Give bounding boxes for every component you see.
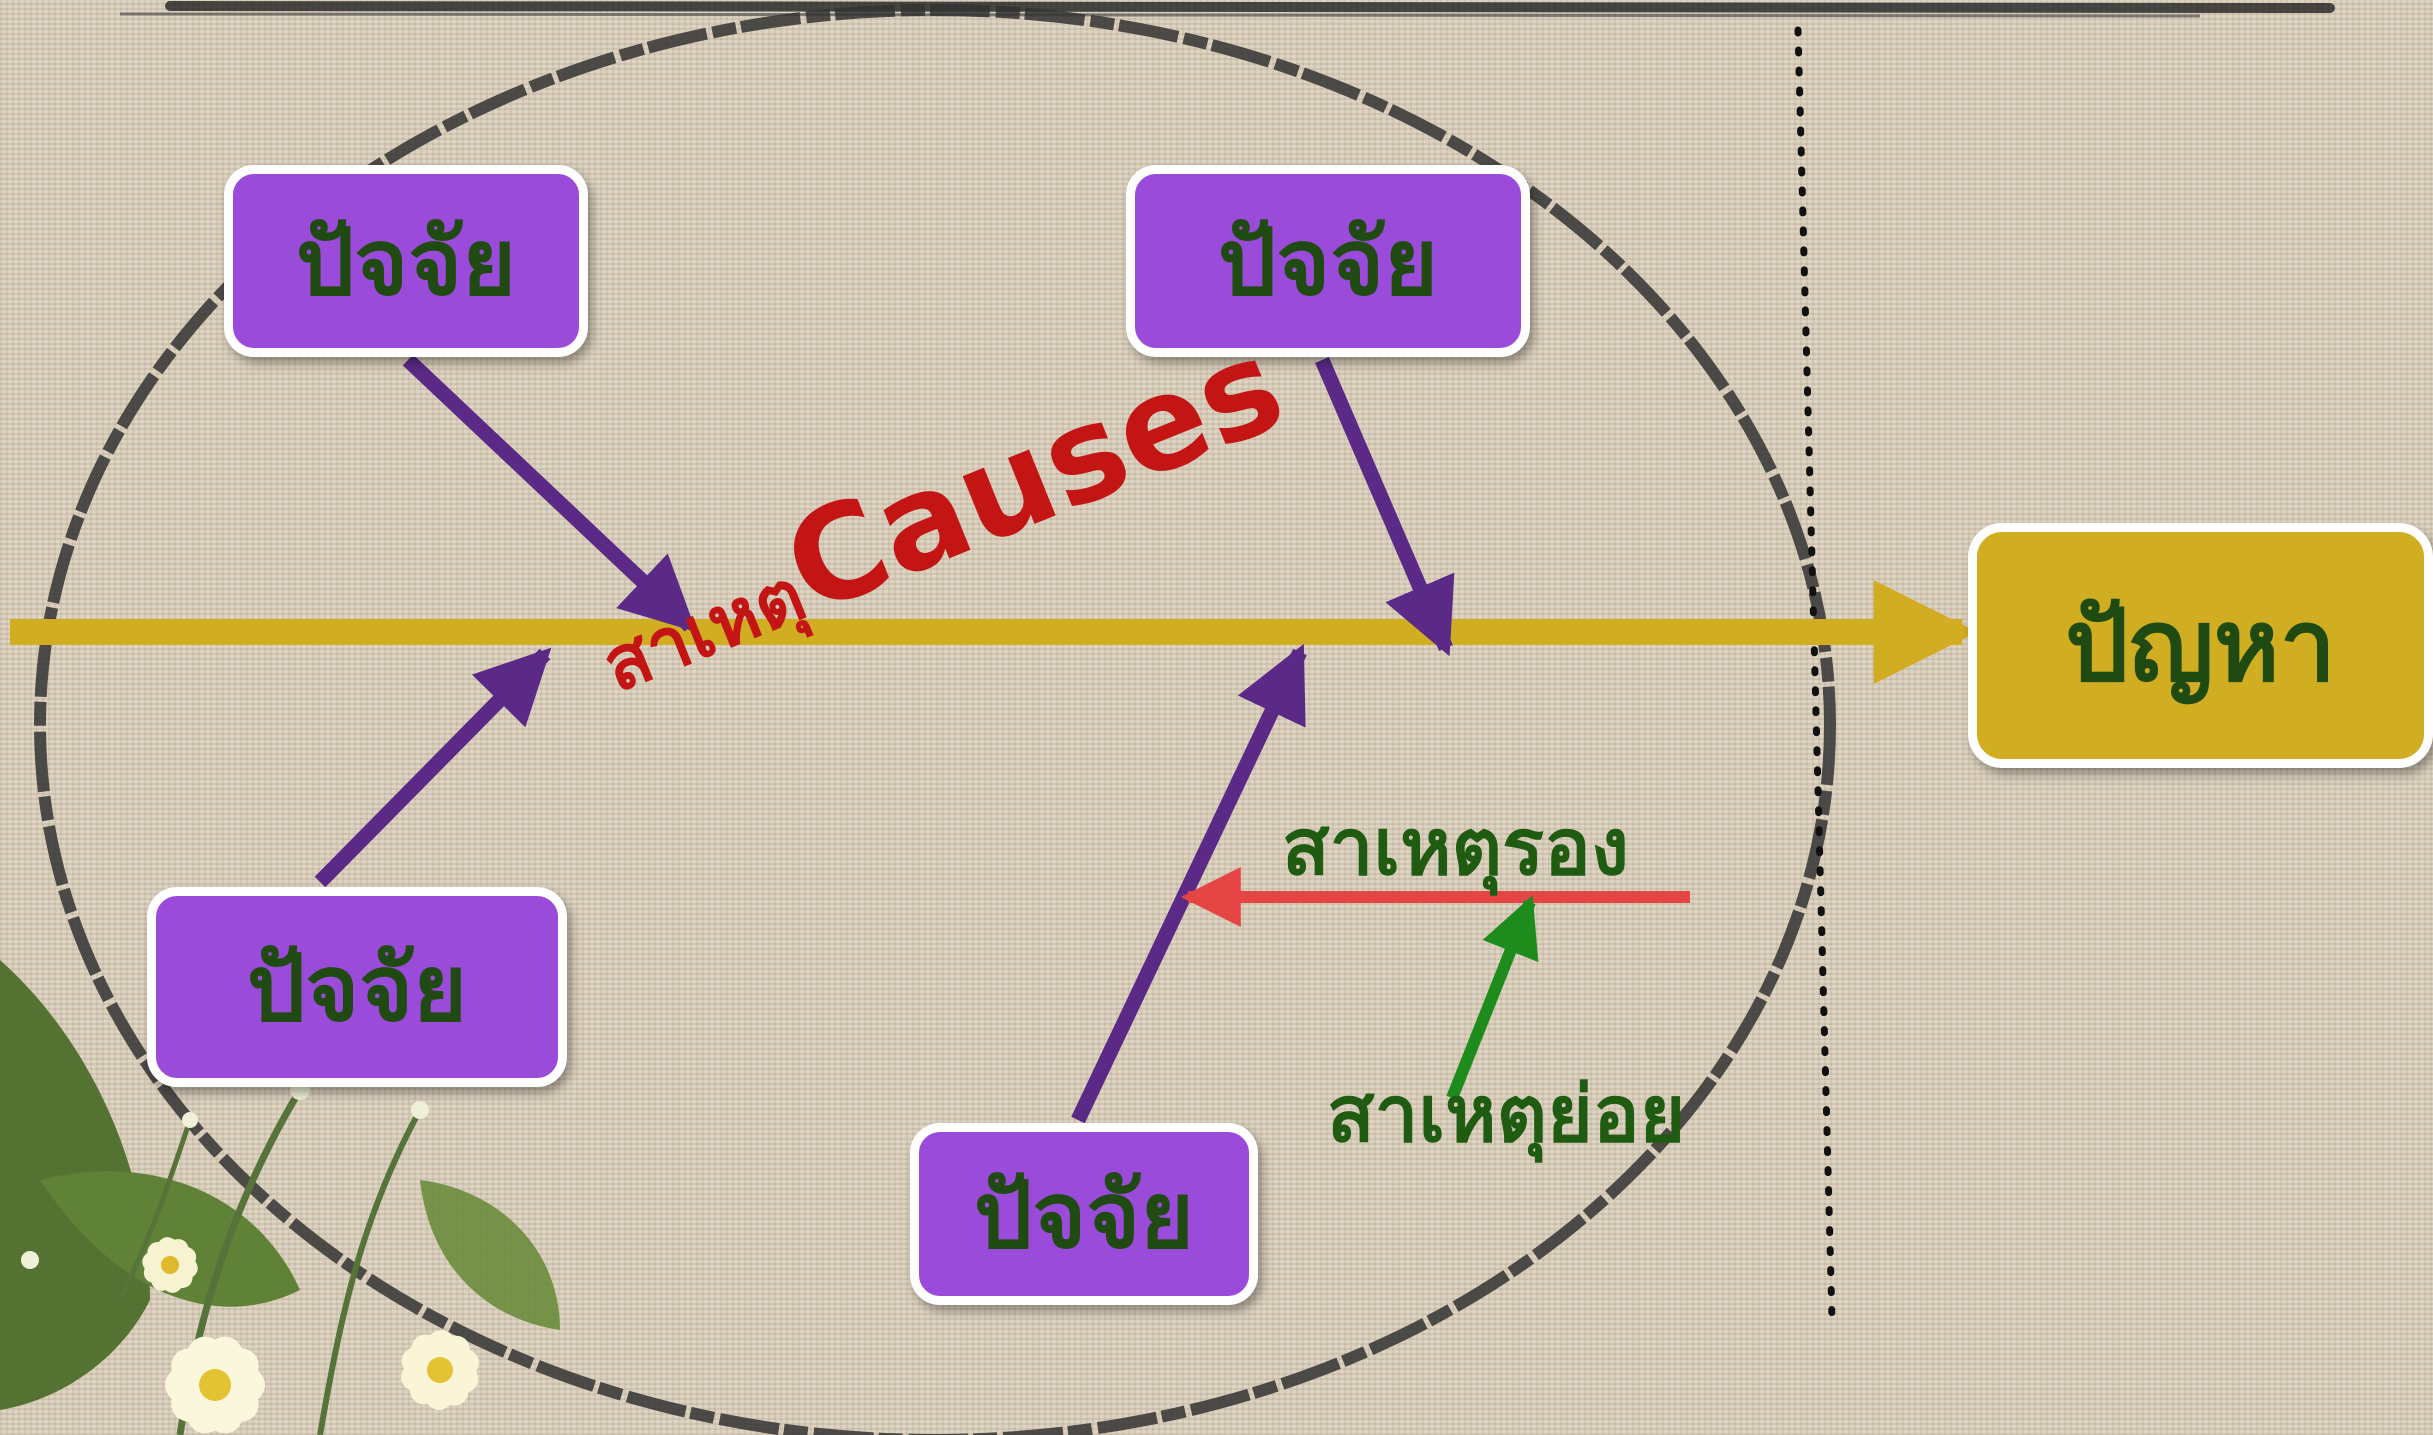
sub-cause-arrow [1446,895,1539,1101]
flower-2 [401,1330,479,1410]
bud-3 [21,1251,39,1269]
factor-arrow-top-left [402,354,697,633]
factor-box-bottom-right: ปัจจัย [910,1123,1258,1305]
factor-box-top-right: ปัจจัย [1126,165,1530,357]
stem-2 [317,1108,423,1435]
cause-area-ellipse [34,4,1836,1435]
secondary-cause-label: สาเหตุรอง [1282,803,1629,893]
flower-1 [165,1336,265,1434]
top-brush-stroke [165,1,2335,13]
leaf-right [420,1180,560,1330]
dotted-divider [1794,26,1836,1324]
factor-box-top-left: ปัจจัย [224,165,588,357]
factor-arrow-bottom-left [314,647,552,888]
sub-cause-label: สาเหตุย่อย [1327,1070,1686,1160]
flower-3 [142,1237,198,1293]
bud-4 [182,1112,198,1128]
factor-box-bottom-left: ปัจจัย [147,887,567,1087]
problem-box: ปัญหา [1968,523,2433,768]
factor-arrow-top-right [1315,357,1455,657]
factor-arrow-bottom-right [1071,643,1307,1124]
bud-2 [411,1101,429,1119]
stem-3 [117,1119,193,1302]
flower-decoration [0,960,560,1435]
